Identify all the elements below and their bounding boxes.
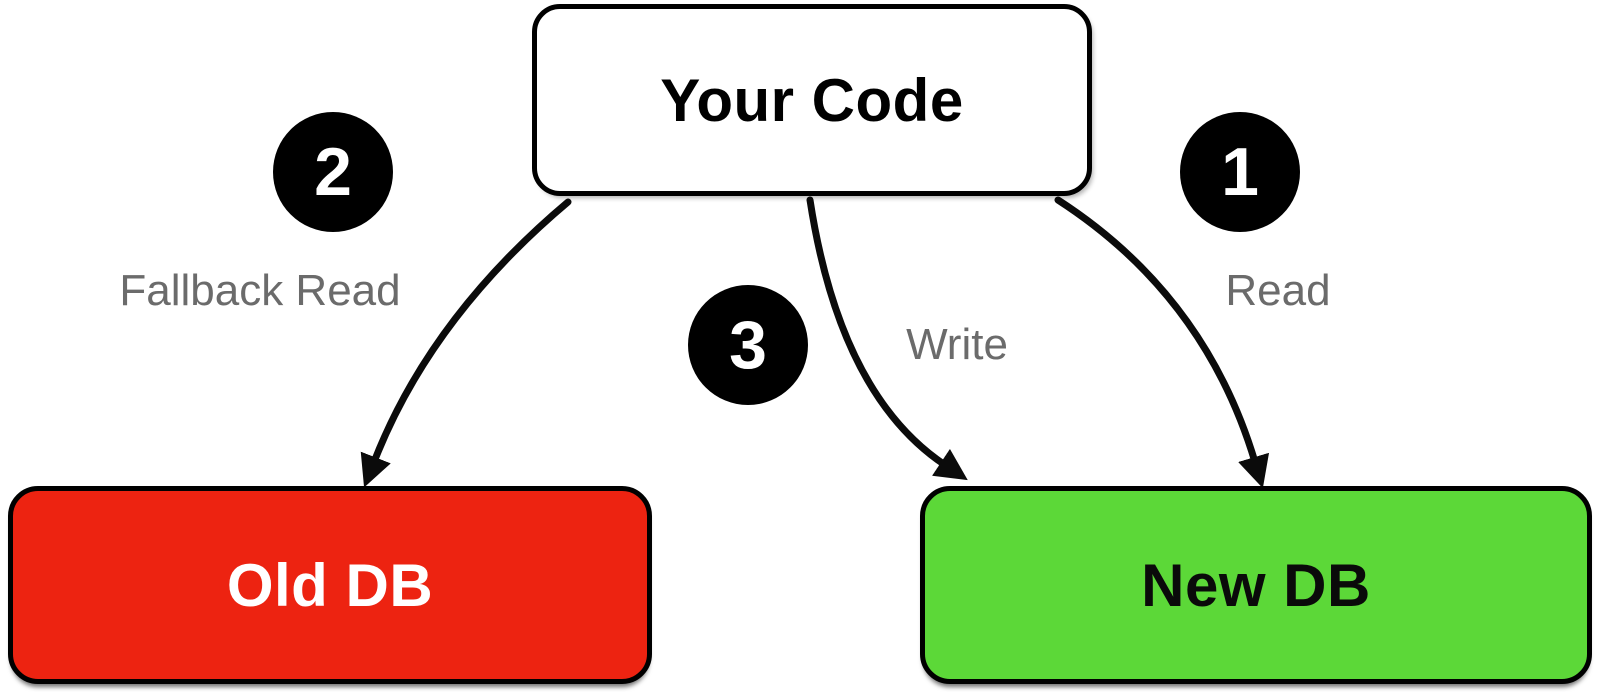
fallback-read-label: Fallback Read — [119, 266, 401, 315]
step-3-badge: 3 — [688, 285, 808, 405]
write-label: Write — [906, 320, 1008, 369]
your-code-label: Your Code — [660, 66, 964, 134]
old-db-label: Old DB — [226, 551, 434, 619]
step-1-badge: 1 — [1180, 112, 1300, 232]
new-db-node: New DB — [920, 486, 1592, 684]
your-code-node: Your Code — [532, 4, 1092, 196]
old-db-node: Old DB — [8, 486, 652, 684]
step-3-number: 3 — [729, 307, 767, 383]
step-2-badge: 2 — [273, 112, 393, 232]
step-1-number: 1 — [1221, 134, 1259, 210]
read-label: Read — [1225, 266, 1331, 315]
new-db-label: New DB — [1141, 551, 1371, 619]
step-2-number: 2 — [314, 134, 352, 210]
write-arrow — [806, 196, 968, 481]
read-arrow — [1054, 196, 1270, 489]
fallback-read-arrow — [360, 198, 572, 488]
